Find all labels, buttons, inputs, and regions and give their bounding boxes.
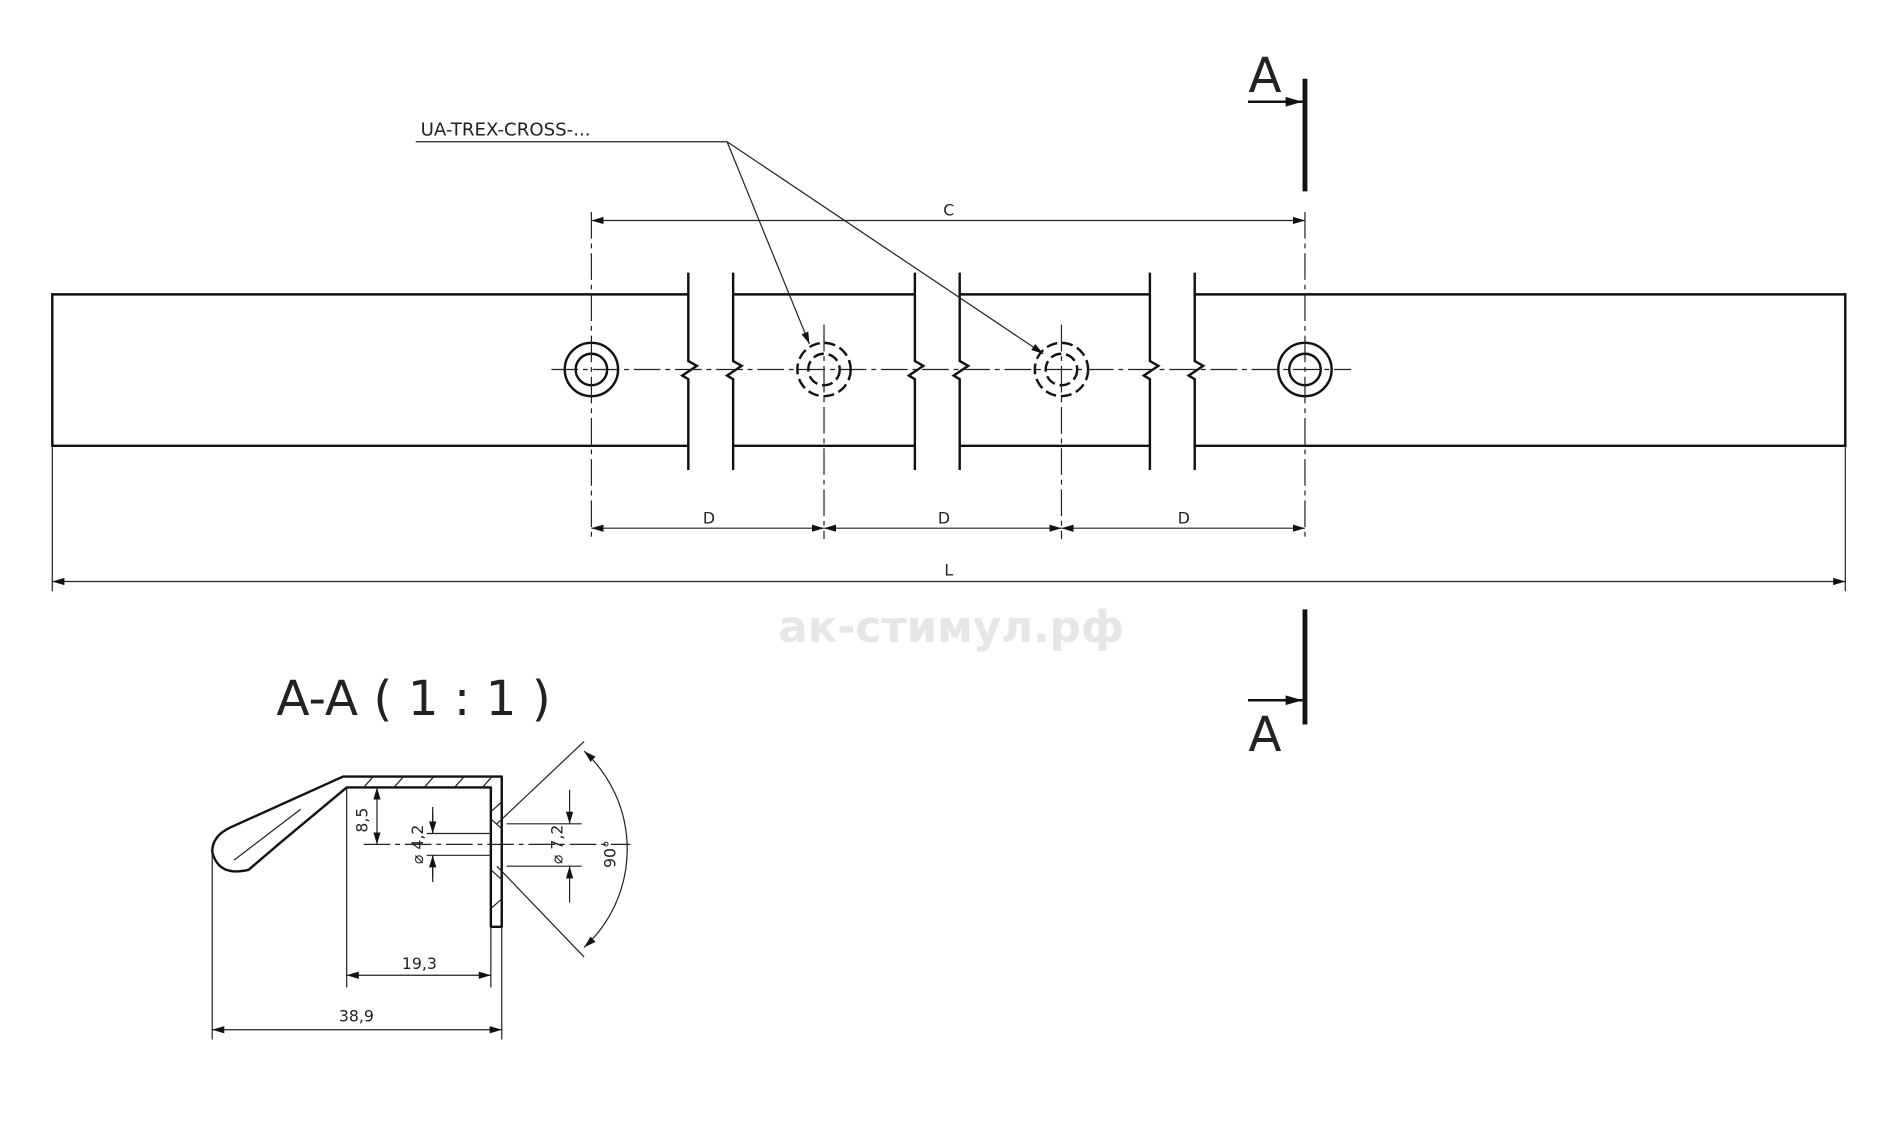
inner-width-label: 19,3 bbox=[402, 954, 437, 973]
section-mark-bottom: A bbox=[1248, 609, 1308, 763]
dimension-d-2-label: D bbox=[938, 508, 950, 527]
hole-diameter-label: ⌀ 4,2 bbox=[408, 825, 427, 865]
angle-label: 90° bbox=[601, 840, 620, 868]
leader-label: UA-TREX-CROSS-... bbox=[421, 120, 591, 141]
countersink-diameter-label: ⌀ 7,2 bbox=[547, 825, 566, 865]
section-mark-top: A bbox=[1248, 48, 1308, 192]
section-mark-bottom-label: A bbox=[1248, 707, 1281, 763]
dimension-c-label: C bbox=[943, 201, 954, 220]
dimension-l-label: L bbox=[944, 560, 953, 579]
part-leader: UA-TREX-CROSS-... bbox=[415, 120, 1044, 355]
offset-label: 8,5 bbox=[352, 808, 371, 833]
break-lines bbox=[679, 272, 1206, 471]
watermark: ак-стимул.рф bbox=[778, 603, 1124, 653]
strip-plan-view bbox=[51, 212, 1847, 592]
width-label: 38,9 bbox=[339, 1006, 374, 1025]
section-mark-top-label: A bbox=[1248, 48, 1281, 104]
profile-section: 90° 8,5 ⌀ 4,2 ⌀ 7,2 19,3 38,9 bbox=[210, 740, 631, 1040]
dimension-d-1-label: D bbox=[703, 508, 715, 527]
dimension-d-3-label: D bbox=[1178, 508, 1190, 527]
section-title: A-A ( 1 : 1 ) bbox=[276, 671, 550, 727]
